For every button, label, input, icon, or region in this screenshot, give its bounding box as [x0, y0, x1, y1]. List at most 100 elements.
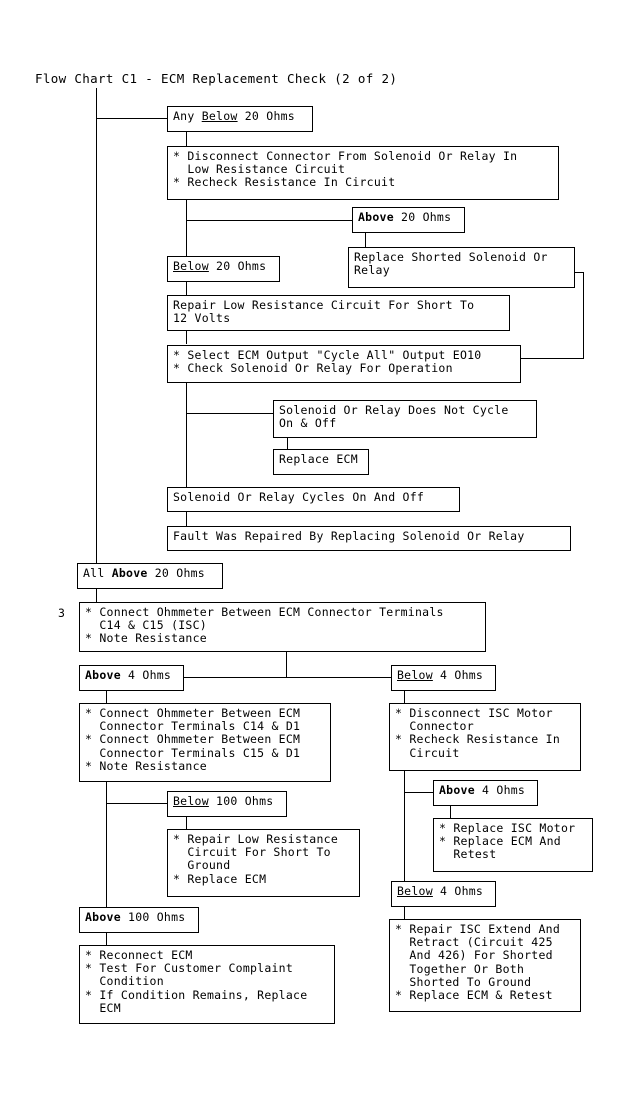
- connector-not-cycle-to-replace-ecm: [287, 437, 288, 450]
- node-line-1: Solenoid Or Relay Does Not Cycle: [279, 403, 509, 417]
- node-text-post: 4 Ohms: [432, 884, 484, 898]
- connector-above100-to-reconnect: [106, 932, 107, 945]
- node-line-3: * Recheck Resistance In: [395, 732, 560, 747]
- node-line-4: Connector Terminals C15 & D1: [85, 745, 301, 760]
- connector-disconnect-to-above20: [186, 220, 352, 221]
- node-replace-ecm[interactable]: Replace ECM: [273, 449, 369, 475]
- node-line-2: C14 & C15 (ISC): [85, 618, 207, 633]
- step-marker-3: 3: [58, 606, 65, 620]
- connector-split-bar: [184, 677, 392, 678]
- connector-any-below-to-disconnect: [186, 131, 187, 146]
- node-line-2: Retract (Circuit 425: [395, 935, 553, 950]
- node-text-post: 4 Ohms: [474, 783, 526, 797]
- node-below-100-ohms[interactable]: Below 100 Ohms: [167, 791, 287, 817]
- node-solenoid-cycles-on-and-off[interactable]: Solenoid Or Relay Cycles On And Off: [167, 487, 460, 512]
- connector-below4isc-to-repair-isc: [404, 906, 405, 919]
- node-line-2: Low Resistance Circuit: [173, 162, 346, 177]
- node-text-emphasis: Below: [397, 668, 433, 682]
- connector-connect-d1-spine: [106, 781, 107, 907]
- node-line-1: Replace ECM: [279, 452, 358, 466]
- connector-disconnect-isc-to-above4: [404, 792, 434, 793]
- node-line-3: * Note Resistance: [85, 631, 207, 646]
- node-reconnect-ecm[interactable]: * Reconnect ECM* Test For Customer Compl…: [79, 945, 335, 1024]
- node-line-2: 12 Volts: [173, 311, 231, 326]
- node-repair-short-to-ground[interactable]: * Repair Low Resistance Circuit For Shor…: [167, 829, 360, 897]
- node-any-below-20-ohms[interactable]: Any Below 20 Ohms: [167, 106, 313, 132]
- connector-into-select-ecm: [520, 358, 584, 359]
- node-text-post: 4 Ohms: [432, 668, 484, 682]
- node-text-pre: Any: [173, 109, 202, 123]
- node-line-1: * Reconnect ECM: [85, 948, 193, 962]
- node-line-2: On & Off: [279, 416, 337, 431]
- node-line-3: * Connect Ohmmeter Between ECM: [85, 732, 301, 747]
- node-line-4: Circuit: [395, 745, 460, 760]
- node-line-1: Fault Was Repaired By Replacing Solenoid…: [173, 529, 525, 543]
- connector-main-spine: [96, 88, 97, 567]
- node-above-100-ohms[interactable]: Above 100 Ohms: [79, 907, 199, 933]
- node-connect-ohmmeter-c14-c15[interactable]: * Connect Ohmmeter Between ECM Connector…: [79, 602, 486, 652]
- node-line-2: * Check Solenoid Or Relay For Operation: [173, 361, 453, 376]
- connector-below100-to-repair-ground: [186, 816, 187, 829]
- node-above-20-ohms[interactable]: Above 20 Ohms: [352, 207, 465, 233]
- connector-below4-to-disconnect-isc: [404, 690, 405, 703]
- connector-select-ecm-spine: [186, 383, 187, 487]
- node-below-4-ohms-isc[interactable]: Below 4 Ohms: [391, 881, 496, 907]
- node-text-emphasis: Below: [397, 884, 433, 898]
- connector-below20-to-repair: [186, 281, 187, 295]
- node-line-3: Retest: [439, 847, 497, 862]
- node-above-4-ohms-isc[interactable]: Above 4 Ohms: [433, 780, 538, 806]
- connector-replace-shorted-right: [574, 272, 584, 273]
- node-line-1: Replace Shorted Solenoid Or: [354, 250, 548, 264]
- node-text-post: 20 Ohms: [147, 566, 205, 580]
- node-repair-low-resistance-circuit[interactable]: Repair Low Resistance Circuit For Short …: [167, 295, 510, 331]
- connector-cycles-to-fault: [186, 512, 187, 526]
- node-text-emphasis: Above: [439, 783, 475, 797]
- connector-disconnect-isc-spine: [404, 770, 405, 881]
- node-select-ecm-output[interactable]: * Select ECM Output "Cycle All" Output E…: [167, 345, 521, 383]
- node-line-1: * Connect Ohmmeter Between ECM: [85, 706, 301, 720]
- connector-all-above20-to-connect: [96, 588, 97, 602]
- node-line-5: ECM: [85, 1000, 121, 1015]
- node-disconnect-isc-motor[interactable]: * Disconnect ISC Motor Connector* Rechec…: [389, 703, 581, 771]
- node-line-4: * If Condition Remains, Replace: [85, 987, 308, 1002]
- node-above-4-ohms[interactable]: Above 4 Ohms: [79, 665, 184, 691]
- node-connect-ohmmeter-d1[interactable]: * Connect Ohmmeter Between ECM Connector…: [79, 703, 331, 782]
- node-text-post: 100 Ohms: [208, 794, 274, 808]
- node-line-1: * Repair Low Resistance: [173, 832, 338, 846]
- node-fault-was-repaired[interactable]: Fault Was Repaired By Replacing Solenoid…: [167, 526, 571, 551]
- node-below-20-ohms[interactable]: Below 20 Ohms: [167, 256, 280, 282]
- node-repair-isc-extend-retract[interactable]: * Repair ISC Extend And Retract (Circuit…: [389, 919, 581, 1012]
- node-below-4-ohms[interactable]: Below 4 Ohms: [391, 665, 496, 691]
- node-replace-isc-motor[interactable]: * Replace ISC Motor* Replace ECM And Ret…: [433, 818, 593, 872]
- node-line-3: Condition: [85, 974, 164, 989]
- node-line-4: * Replace ECM: [173, 871, 267, 886]
- connector-above20-to-replace-shorted: [365, 233, 366, 247]
- node-all-above-20-ohms[interactable]: All Above 20 Ohms: [77, 563, 223, 589]
- connector-above4-to-connect-d1: [106, 690, 107, 703]
- node-text-post: 4 Ohms: [120, 668, 172, 682]
- node-line-3: Ground: [173, 858, 231, 873]
- node-line-1: Repair Low Resistance Circuit For Short …: [173, 298, 475, 312]
- node-line-1: * Repair ISC Extend And: [395, 922, 560, 936]
- node-line-1: Solenoid Or Relay Cycles On And Off: [173, 490, 425, 504]
- node-line-2: Connector: [395, 719, 474, 734]
- node-text-emphasis: Above: [111, 566, 148, 580]
- node-line-1: * Select ECM Output "Cycle All" Output E…: [173, 348, 482, 362]
- node-line-2: * Test For Customer Complaint: [85, 961, 294, 976]
- node-line-2: Circuit For Short To: [173, 845, 331, 860]
- node-text-post: 20 Ohms: [208, 259, 267, 273]
- node-line-3: And 426) For Shorted: [395, 948, 553, 963]
- node-line-2: Connector Terminals C14 & D1: [85, 719, 301, 734]
- node-line-2: * Replace ECM And: [439, 834, 561, 849]
- connector-disconnect-spine: [186, 200, 187, 256]
- node-disconnect-connector[interactable]: * Disconnect Connector From Solenoid Or …: [167, 146, 559, 200]
- node-text-post: 20 Ohms: [237, 109, 295, 123]
- node-line-6: * Replace ECM & Retest: [395, 988, 553, 1003]
- connector-repair-to-select-ecm: [186, 330, 187, 344]
- node-text-post: 100 Ohms: [120, 910, 186, 924]
- node-text-emphasis: Above: [358, 210, 394, 224]
- connector-connect-split-stem: [286, 651, 287, 677]
